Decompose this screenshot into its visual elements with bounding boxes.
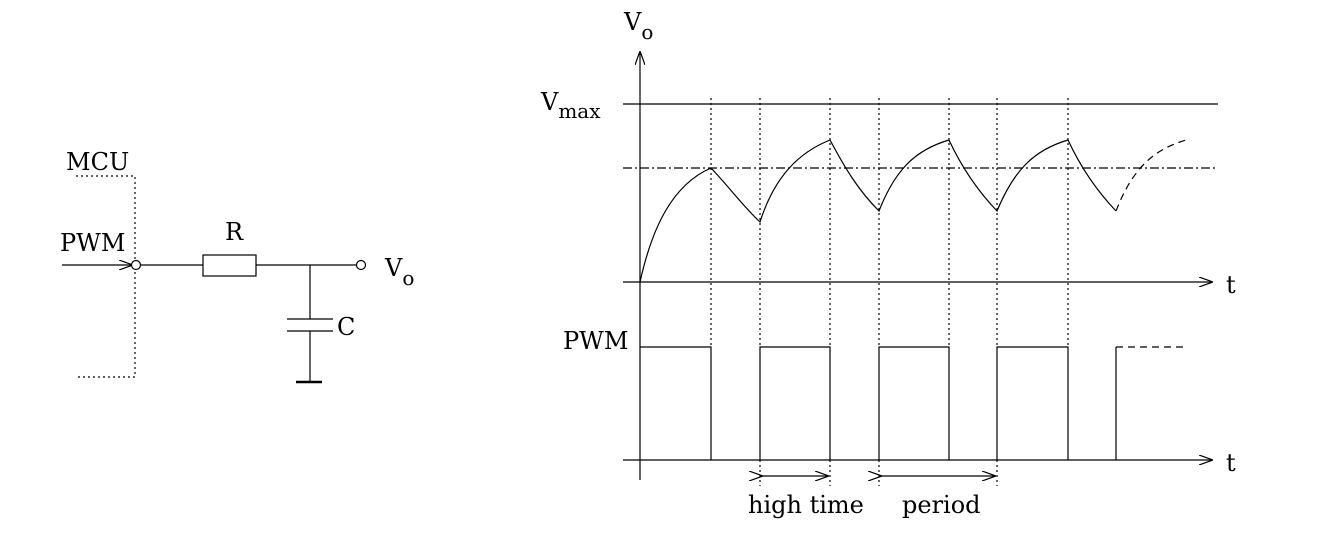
pwm-signal-label: PWM (563, 327, 628, 355)
rc-circuit: MCU PWM R Vo C (60, 148, 414, 384)
timing-diagram: Vo Vmax t PWM t (540, 8, 1236, 519)
vmax-label: Vmax (540, 88, 601, 123)
pwm-input-label: PWM (60, 229, 125, 257)
vo-waveform-continuation (1115, 139, 1187, 212)
high-time-label: high time (748, 491, 864, 519)
vo-time-axis-label: t (1226, 271, 1236, 299)
mcu-label: MCU (66, 148, 129, 176)
pwm-waveform (640, 346, 1117, 460)
transition-guides (710, 98, 1069, 486)
output-label: Vo (384, 254, 414, 290)
output-terminal (355, 259, 367, 271)
vo-axis-label: Vo (623, 8, 653, 44)
pwm-pin (130, 259, 142, 271)
period-label: period (902, 491, 981, 519)
resistor (202, 254, 257, 277)
mcu-boundary (76, 175, 136, 378)
capacitor-label: C (337, 313, 355, 341)
pwm-time-axis-label: t (1226, 449, 1236, 477)
vo-waveform (639, 139, 1117, 283)
resistor-label: R (225, 218, 244, 246)
